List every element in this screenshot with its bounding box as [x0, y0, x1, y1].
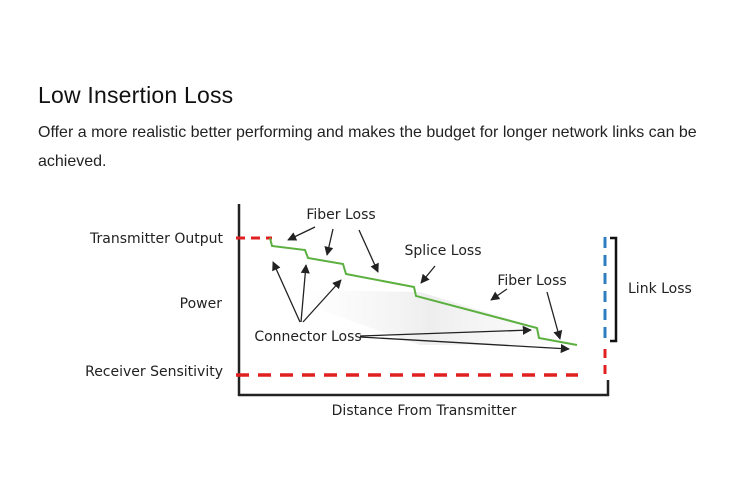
x-axis-label: Distance From Transmitter: [332, 403, 517, 419]
receiver-sensitivity-label: Receiver Sensitivity: [85, 364, 223, 380]
fiber-loss-arrow-3: [358, 229, 379, 273]
link-loss-label: Link Loss: [628, 281, 692, 297]
connector-loss-arrow-1: [272, 261, 301, 323]
connector-loss-arrow-2: [300, 264, 310, 323]
splice-loss-label: Splice Loss: [404, 243, 481, 259]
splice-loss-arrow: [420, 265, 436, 284]
page-description: Offer a more realistic better performing…: [38, 124, 697, 170]
link-loss-bracket: [610, 236, 618, 343]
fiber-loss-arrow-1: [287, 226, 316, 241]
fiber-loss-2-arrow-left: [490, 288, 508, 301]
fiber-loss-arrow-2: [324, 228, 334, 256]
power-label: Power: [180, 296, 223, 312]
transmitter-output-label: Transmitter Output: [89, 231, 223, 247]
page-title: Low Insertion Loss: [38, 82, 234, 108]
fiber-loss-2-arrow-right: [546, 291, 563, 340]
fiber-loss-label-right: Fiber Loss: [497, 273, 566, 289]
connector-loss-arrow-4: [359, 325, 532, 337]
signal-power-line: [269, 237, 578, 346]
connector-loss-label: Connector Loss: [254, 329, 361, 345]
connector-loss-arrow-5: [359, 336, 570, 354]
fiber-loss-label-top: Fiber Loss: [306, 207, 375, 223]
connector-loss-arrow-3: [302, 279, 342, 323]
